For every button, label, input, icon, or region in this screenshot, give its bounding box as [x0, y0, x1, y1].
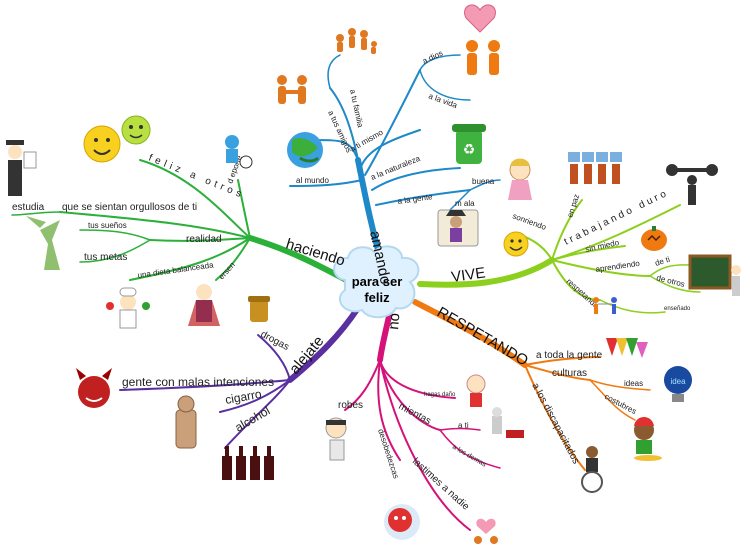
chalkboard-icon: [688, 254, 741, 296]
item-ideas[interactable]: ideas: [624, 379, 643, 388]
doll-icon: [508, 158, 532, 200]
wine-bottles-icon: [222, 446, 274, 480]
pumpkin-icon: [641, 226, 667, 251]
item-a-la-gente[interactable]: a la gente: [397, 192, 434, 206]
item-sin-miedo[interactable]: sin miedo: [585, 238, 621, 254]
soccer-icon: [225, 135, 253, 169]
item-estudia[interactable]: estudia: [12, 202, 45, 213]
item-aprendiendo[interactable]: aprendiendo: [595, 259, 641, 274]
item-tus-metas[interactable]: tus metas: [84, 252, 127, 263]
liar-icon: [466, 374, 486, 407]
chef-icon: [106, 287, 150, 329]
friends-icon: [277, 75, 307, 104]
pills-icon: [248, 296, 270, 322]
item-orgullosos[interactable]: que se sientan orgullosos de ti: [62, 202, 197, 213]
earth-icon: [287, 132, 323, 168]
branch-amando-lines: [289, 54, 501, 275]
item-a-ti[interactable]: a ti: [458, 421, 469, 430]
item-discapacitados[interactable]: a los discapacitados: [529, 381, 581, 466]
devil-icon: [76, 368, 112, 408]
item-dieta[interactable]: una dieta balanceada: [137, 260, 215, 280]
weightlifter-icon: [666, 164, 718, 205]
svg-text:idea: idea: [670, 377, 686, 386]
item-sonriendo[interactable]: sonriendo: [511, 211, 548, 232]
branch-vive-lines: [417, 199, 701, 314]
item-a-la-naturaleza[interactable]: a la naturaleza: [369, 154, 422, 182]
people-link-icon: [593, 297, 617, 314]
center-line-1: para ser: [352, 274, 403, 289]
graduate-icon: [6, 140, 37, 196]
item-m-ala[interactable]: m ala: [455, 199, 475, 208]
wheelchair-icon: [581, 446, 603, 493]
rasta-icon: [634, 417, 662, 461]
item-mientas[interactable]: mientas: [397, 401, 433, 427]
item-buena[interactable]: buena: [472, 177, 495, 186]
branch-respetando-lines: [412, 299, 651, 471]
center-node[interactable]: para ser feliz: [333, 245, 420, 319]
item-ersen[interactable]: ersen: [217, 260, 237, 281]
item-a-los-demas[interactable]: a los demas: [451, 444, 488, 469]
item-robes[interactable]: robes: [338, 400, 363, 411]
item-cigarro[interactable]: cigarro: [224, 387, 263, 407]
item-a-tu-familia[interactable]: a tu familia: [348, 89, 365, 129]
family-icon: [336, 28, 377, 54]
lightbulb-icon: idea: [664, 366, 692, 402]
boxing-icon: [492, 407, 524, 438]
branch-label-vive[interactable]: VIVE: [450, 264, 486, 286]
item-hagas-dano[interactable]: hagas daño: [424, 392, 456, 398]
tomato-icon: [384, 504, 420, 540]
item-a-la-vida[interactable]: a la vida: [427, 91, 459, 110]
thief-icon: [325, 417, 347, 461]
center-line-2: feliz: [364, 290, 390, 305]
smiley-icon: [503, 231, 529, 257]
hearts-couple-icon: [474, 518, 498, 544]
branch-no-lines: [344, 309, 501, 531]
branch-label-respetando[interactable]: RESPETANDO: [434, 304, 531, 370]
item-al-mundo[interactable]: al mundo: [296, 176, 329, 185]
svg-text:♻: ♻: [463, 142, 476, 158]
rag-figure-icon: [175, 395, 197, 449]
superhero-icon: [188, 284, 220, 326]
tree-figure-icon: [26, 216, 60, 270]
flags-icon: [606, 338, 648, 358]
item-gente-malas[interactable]: gente con malas intenciones: [122, 375, 274, 389]
item-tus-suenos[interactable]: tus sueños: [88, 221, 127, 230]
item-drogas[interactable]: drogas: [259, 329, 291, 353]
item-realidad[interactable]: realidad: [186, 234, 222, 245]
item-a-dios[interactable]: a dios: [421, 49, 444, 66]
item-a-toda-la-gente[interactable]: a toda la gente: [536, 350, 603, 361]
recycle-icon: ♻: [452, 124, 486, 164]
couple-icon: [466, 40, 500, 75]
item-lastimes[interactable]: lastimes a nadie: [410, 456, 471, 513]
team-icon: [568, 152, 622, 184]
smileys-icon: [83, 115, 151, 163]
pirate-icon: [437, 209, 479, 247]
branch-label-no[interactable]: no: [385, 312, 403, 330]
item-alcohol[interactable]: alcohol: [233, 403, 273, 434]
item-costubres[interactable]: costubres: [603, 392, 638, 416]
item-ensenado[interactable]: enseñado: [664, 306, 691, 312]
item-culturas[interactable]: culturas: [552, 368, 587, 379]
heart-icon: [464, 4, 496, 33]
branch-alejate-lines: [119, 305, 361, 449]
item-en-paz[interactable]: en paz: [565, 193, 581, 219]
